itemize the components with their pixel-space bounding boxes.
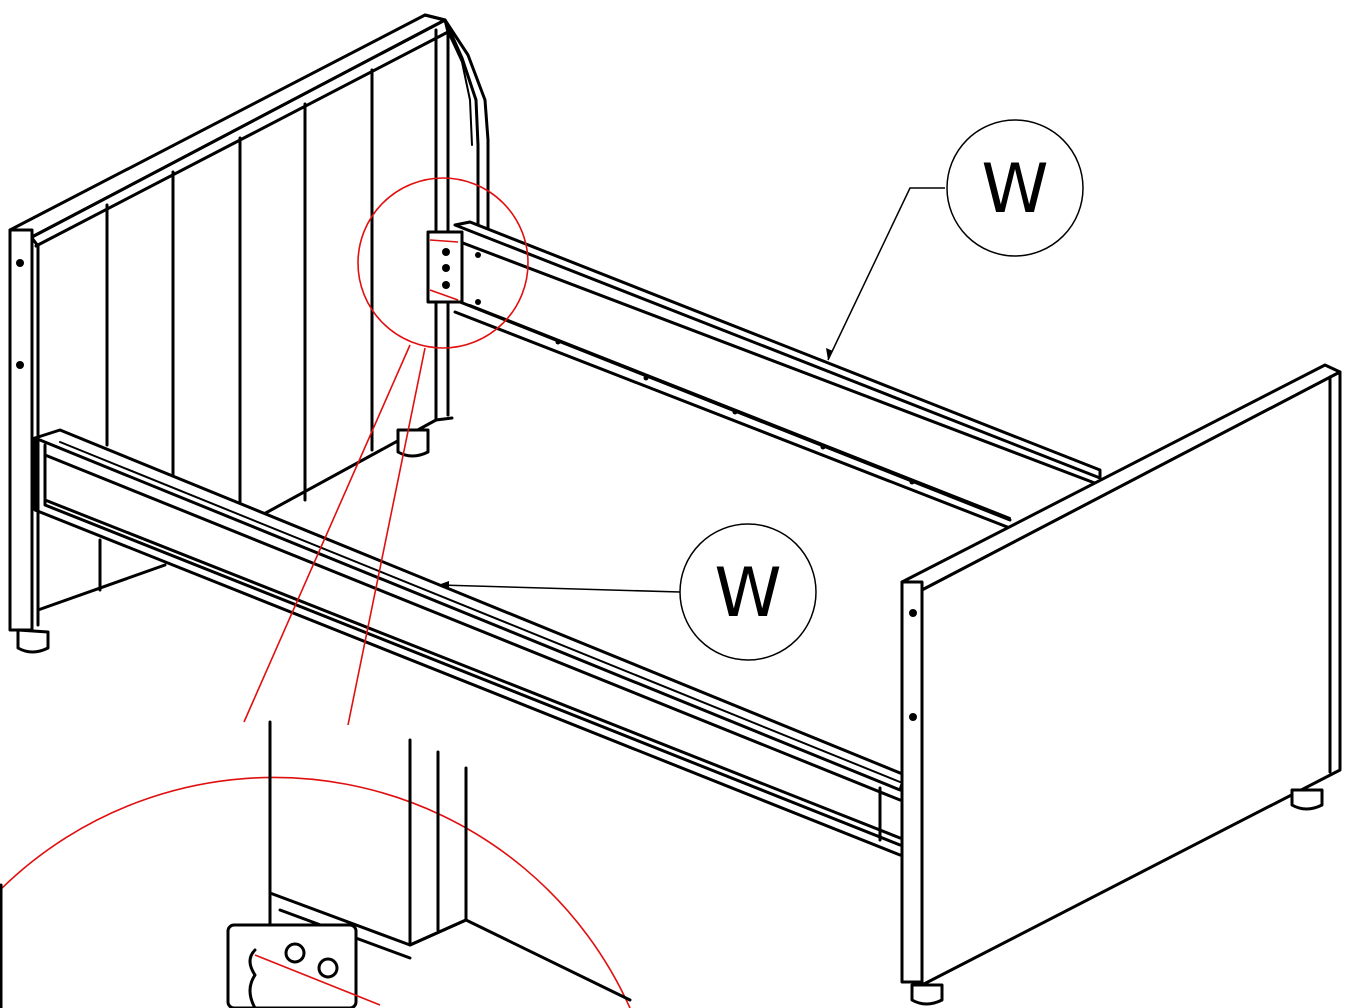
- headboard: [8, 13, 490, 654]
- callout-circle: [946, 119, 1084, 257]
- detail-zoom: [0, 177, 632, 1008]
- callout-w-top: W: [826, 119, 1084, 361]
- detail-source-circle: [357, 177, 529, 349]
- callout-label: W: [981, 150, 1048, 229]
- callout-circle: [679, 523, 817, 661]
- front-side-rail: [33, 428, 907, 857]
- detail-magnified-circle: [0, 776, 631, 1008]
- callout-label: W: [714, 554, 781, 633]
- back-side-rail: [426, 220, 1102, 532]
- callout-w-bottom: W: [438, 523, 817, 661]
- footboard: [900, 363, 1342, 1006]
